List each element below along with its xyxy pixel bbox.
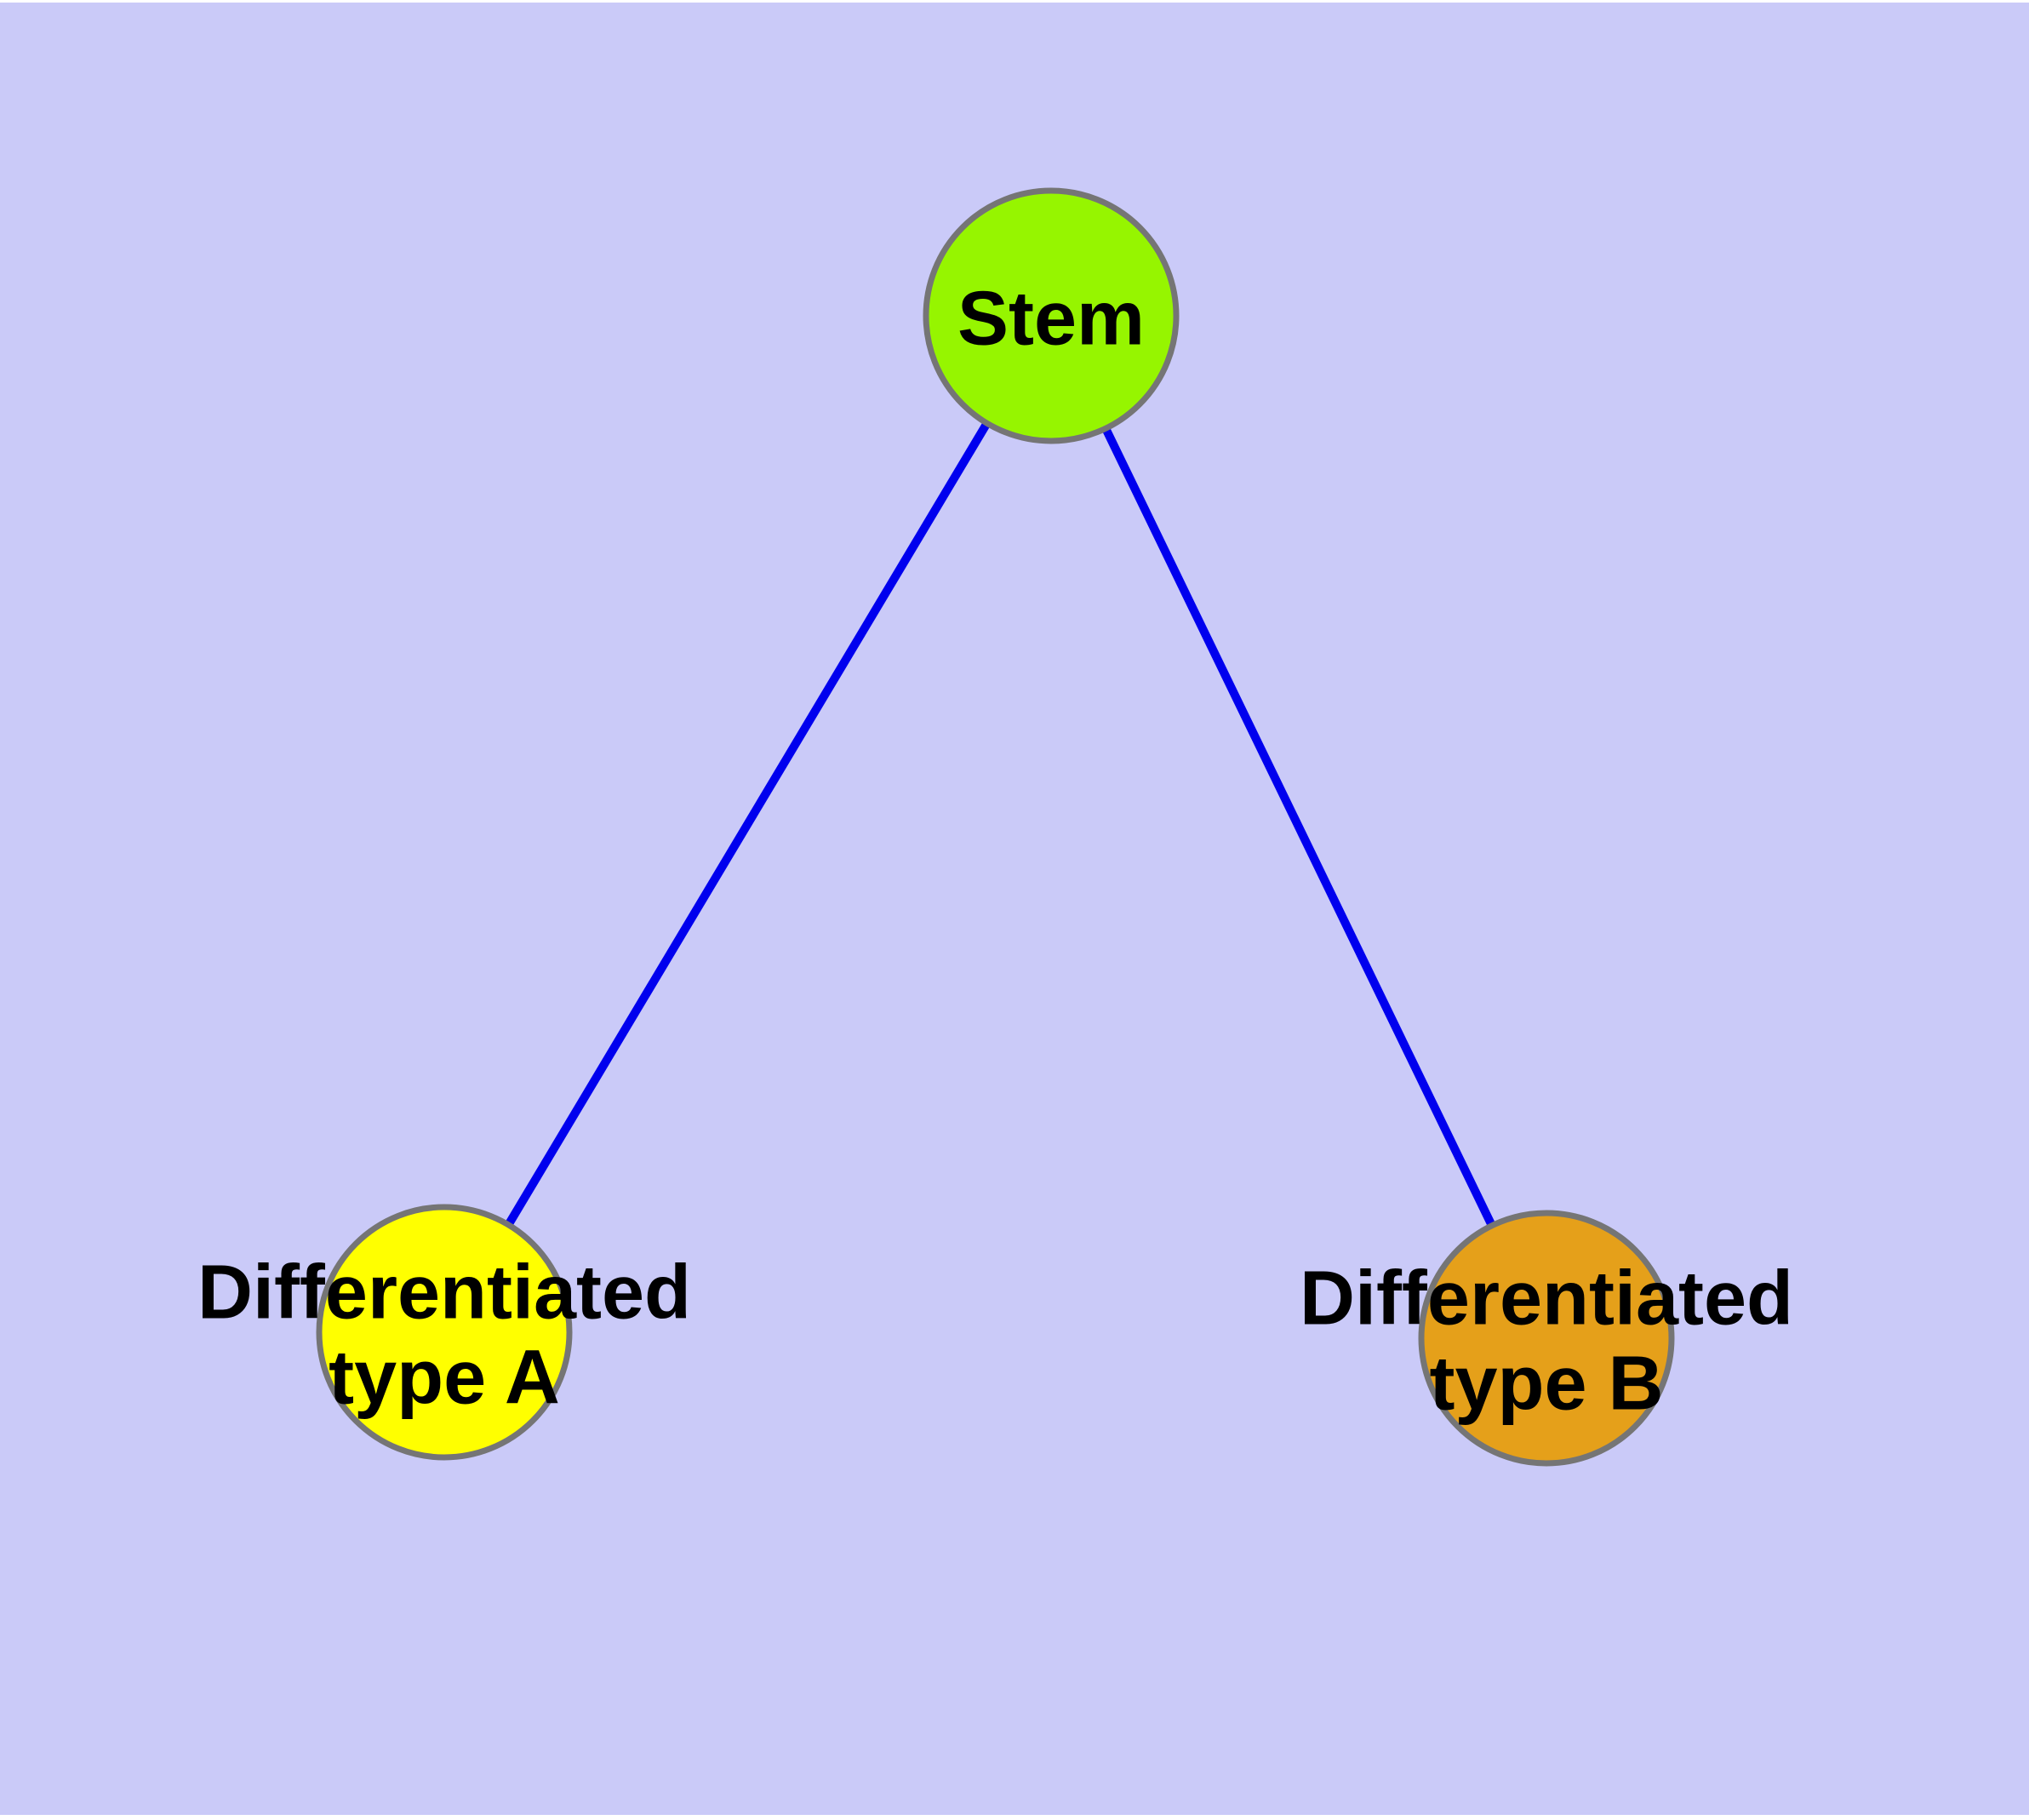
edge-stem-type-b — [1047, 313, 1551, 1341]
node-label-line: Differentiated — [197, 1250, 691, 1335]
node-label-line: Stem — [957, 276, 1145, 361]
edge-stem-type-a — [440, 313, 1055, 1335]
node-label-line: Differentiated — [1300, 1256, 1793, 1341]
node-type-b — [1418, 1210, 1675, 1467]
node-stem — [923, 187, 1180, 444]
node-label-line: type B — [1429, 1341, 1663, 1426]
node-label-line: type A — [329, 1335, 560, 1420]
node-label-stem: Stem — [957, 276, 1145, 361]
node-type-a — [316, 1204, 573, 1461]
